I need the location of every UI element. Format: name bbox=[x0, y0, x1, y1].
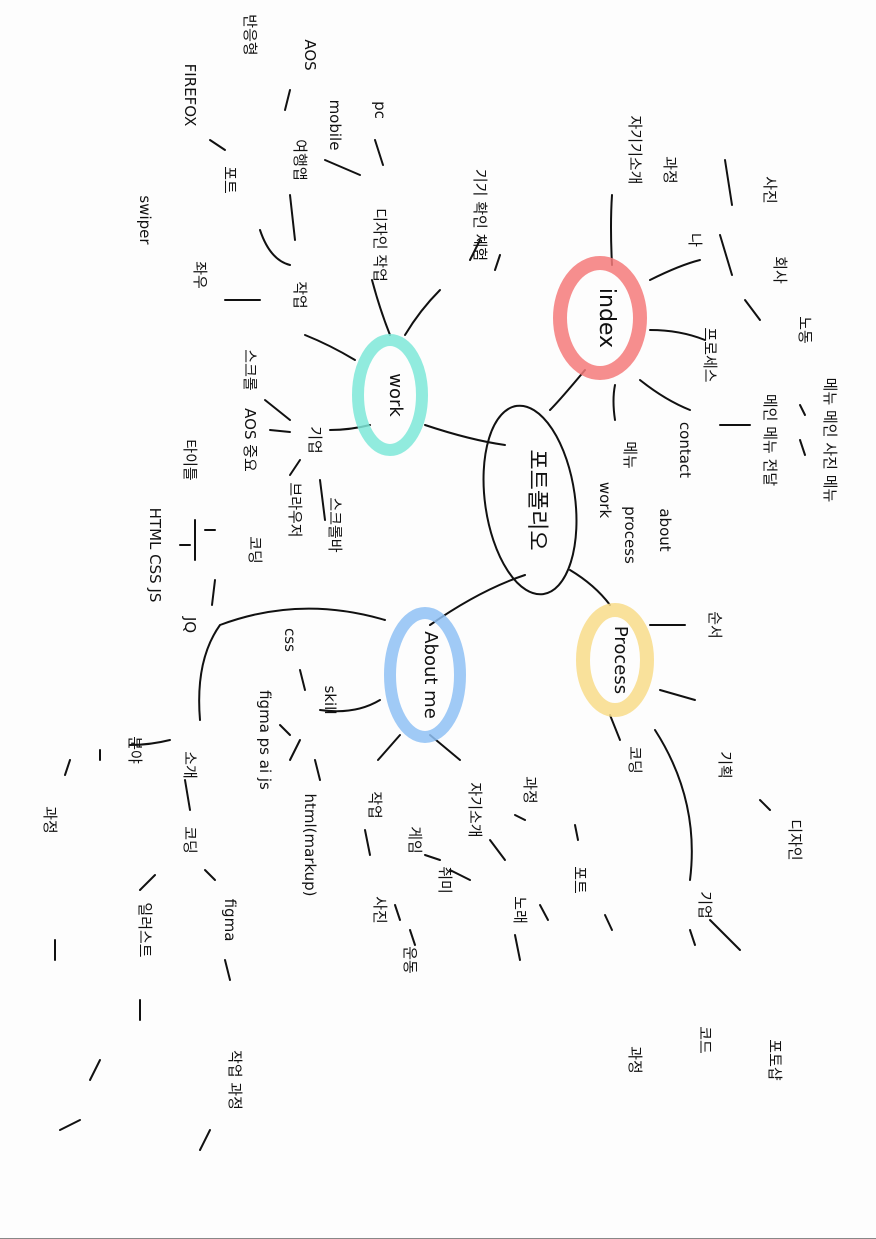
work-leaf: 스크롤바 bbox=[326, 497, 344, 552]
work-node bbox=[352, 334, 428, 456]
about-leaf: 게임 bbox=[406, 826, 424, 854]
about-leaf: css bbox=[281, 628, 299, 652]
process-leaf: 기획 bbox=[716, 751, 734, 779]
process-leaf: 코딩 bbox=[626, 746, 644, 774]
index-leaf: 메뉴 메인 사진 메뉴 bbox=[821, 378, 839, 503]
work-label: work bbox=[385, 373, 406, 417]
work-leaf: AOS 중요 bbox=[241, 408, 259, 472]
index-leaf: contact bbox=[676, 422, 694, 478]
work-leaf: swiper bbox=[136, 195, 154, 245]
work-leaf: AOS bbox=[301, 39, 319, 70]
process-leaf: 디자인 bbox=[786, 819, 804, 860]
work-leaf: 브라우저 bbox=[286, 482, 304, 537]
index-leaf: 노동 bbox=[796, 316, 814, 344]
work-leaf: 여행앱 bbox=[291, 139, 309, 180]
about-leaf: html(markup) bbox=[301, 793, 319, 896]
index-leaf: process bbox=[621, 506, 639, 564]
about-node bbox=[384, 607, 466, 743]
about-leaf: 과정 bbox=[41, 806, 59, 834]
index-leaf: work bbox=[596, 482, 614, 519]
work-leaf: 포트 bbox=[221, 166, 239, 194]
work-leaf: 코딩 bbox=[246, 536, 264, 564]
work-leaf: mobile bbox=[326, 100, 344, 151]
index-leaf: 자기기소개 bbox=[626, 115, 644, 184]
about-leaf: 과정 bbox=[521, 776, 539, 804]
work-leaf: 디자인 작업 bbox=[371, 208, 389, 282]
about-leaf: skill bbox=[321, 685, 339, 714]
index-leaf: 프로세스 bbox=[701, 327, 719, 382]
about-leaf: figma bbox=[221, 899, 239, 942]
about-leaf: 일러스트 bbox=[136, 902, 154, 957]
work-leaf: FIREFOX bbox=[181, 64, 199, 127]
work-leaf: 작업 bbox=[291, 281, 309, 309]
work-leaf: 기업 bbox=[306, 426, 324, 454]
about-leaf: 취미 bbox=[436, 866, 454, 894]
process-node bbox=[576, 603, 654, 717]
about-leaf: 분야 bbox=[126, 736, 144, 764]
work-leaf: JQ bbox=[181, 616, 199, 633]
process-leaf: 포토샵 bbox=[766, 1039, 784, 1081]
index-leaf: 과정 bbox=[661, 156, 679, 184]
about-leaf: 코딩 bbox=[181, 826, 199, 854]
work-leaf: 반응형 bbox=[241, 14, 259, 55]
index-leaf: 사진 bbox=[761, 176, 779, 204]
work-leaf: 기기 확인 체험 bbox=[471, 169, 489, 261]
work-leaf: 타이틀 bbox=[181, 439, 199, 480]
process-leaf: 코드 bbox=[696, 1026, 714, 1054]
index-leaf: 메인 메뉴 전달 bbox=[761, 394, 779, 487]
work-leaf: 좌우 bbox=[191, 261, 209, 289]
index-leaf: 메뉴 bbox=[621, 441, 639, 469]
work-leaf: pc bbox=[371, 101, 389, 119]
process-leaf: 순서 bbox=[706, 611, 724, 639]
about-leaf: 포트 bbox=[571, 866, 589, 894]
index-node bbox=[553, 256, 647, 380]
about-leaf: 사진 bbox=[371, 896, 389, 924]
index-label: index bbox=[594, 288, 619, 348]
index-leaf: 나 bbox=[686, 233, 704, 247]
index-leaf: 회사 bbox=[771, 256, 789, 284]
index-leaf: about bbox=[656, 508, 674, 551]
process-leaf: 과정 bbox=[626, 1046, 644, 1074]
process-label: Process bbox=[610, 626, 631, 694]
center-label: 포트폴리오 bbox=[524, 449, 549, 550]
about-leaf: figma ps ai js bbox=[256, 690, 274, 790]
about-leaf: 작업 bbox=[366, 791, 384, 819]
process-leaf: 기업 bbox=[696, 891, 714, 919]
about-leaf: 작업 과정 bbox=[226, 1050, 244, 1110]
connector-lines bbox=[54, 89, 806, 1151]
center-node bbox=[482, 404, 578, 596]
about-leaf: 운동 bbox=[401, 946, 419, 974]
work-leaf: HTML CSS JS bbox=[146, 508, 164, 603]
about-leaf: 소개 bbox=[181, 751, 199, 779]
about-leaf: 노래 bbox=[511, 896, 529, 924]
about-leaf: 자기소개 bbox=[466, 782, 484, 837]
about-label: About me bbox=[420, 631, 441, 719]
work-leaf: 스크롤 bbox=[241, 349, 259, 391]
